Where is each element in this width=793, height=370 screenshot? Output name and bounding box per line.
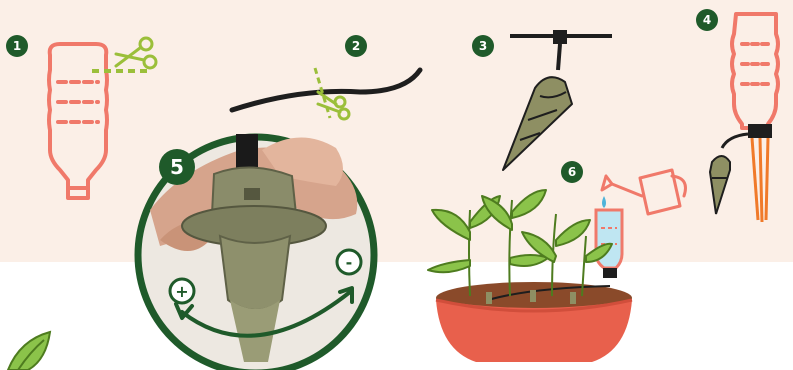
step-badge-4: 4 [696,9,718,31]
scissors-icon [116,38,156,68]
step-badge-5: 5 [159,149,195,185]
planter-icon [436,282,632,362]
leaf-icon [8,332,50,370]
drip-spike-icon [710,156,730,214]
watering-can-icon [602,170,686,214]
bottle-icon [49,44,107,198]
step-badge-2: 2 [345,35,367,57]
step-badge-3: 3 [472,35,494,57]
tubing-icon [232,70,420,110]
plant-icon [428,190,612,296]
drip-stakes [752,138,768,222]
tubing-icon [722,134,748,148]
drip-spike-icon [503,30,612,170]
plus-symbol: + [175,282,188,301]
step-badge-1: 1 [6,35,28,57]
step-badge-6: 6 [561,161,583,183]
inverted-bottle-icon [732,14,778,128]
scissors-icon [318,92,349,119]
bottle-cap [748,124,772,138]
minus-symbol: - [346,253,353,272]
